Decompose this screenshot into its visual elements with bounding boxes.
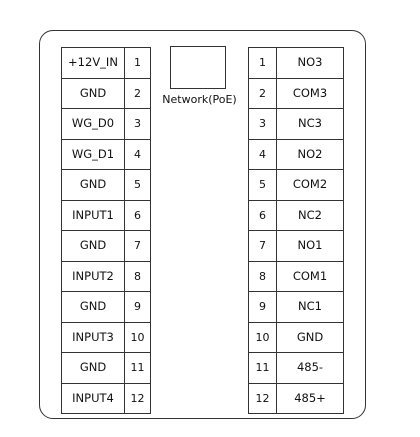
- terminal-number: 2: [248, 77, 277, 109]
- terminal-label: COM3: [276, 77, 344, 109]
- terminal-label: 485-: [276, 352, 344, 384]
- terminal-number: 11: [248, 352, 277, 384]
- terminal-number: 3: [248, 108, 277, 140]
- terminal-number: 1: [124, 47, 151, 79]
- terminal-label: 485+: [276, 382, 344, 414]
- terminal-label: NC2: [276, 199, 344, 231]
- terminal-number: 12: [124, 382, 151, 414]
- network-port: [170, 46, 226, 89]
- terminal-label: NO2: [276, 138, 344, 170]
- terminal-number: 12: [248, 382, 277, 414]
- terminal-label: GND: [61, 77, 125, 109]
- terminal-label: +12V_IN: [61, 47, 125, 79]
- terminal-label: GND: [61, 169, 125, 201]
- terminal-label: INPUT2: [61, 260, 125, 292]
- terminal-label: GND: [276, 321, 344, 353]
- terminal-number: 7: [248, 230, 277, 262]
- terminal-number: 2: [124, 77, 151, 109]
- terminal-number: 10: [124, 321, 151, 353]
- network-port-label: Network(PoE): [162, 93, 237, 106]
- terminal-label: NC3: [276, 108, 344, 140]
- terminal-number: 10: [248, 321, 277, 353]
- terminal-label: COM2: [276, 169, 344, 201]
- terminal-label: INPUT4: [61, 382, 125, 414]
- terminal-number: 1: [248, 47, 277, 79]
- terminal-number: 3: [124, 108, 151, 140]
- terminal-number: 9: [248, 291, 277, 323]
- controller-board-outline: [39, 30, 366, 419]
- terminal-number: 8: [124, 260, 151, 292]
- terminal-label: NO1: [276, 230, 344, 262]
- terminal-number: 4: [124, 138, 151, 170]
- terminal-label: INPUT3: [61, 321, 125, 353]
- terminal-number: 4: [248, 138, 277, 170]
- terminal-number: 6: [124, 199, 151, 231]
- terminal-label: GND: [61, 291, 125, 323]
- terminal-label: NO3: [276, 47, 344, 79]
- terminal-number: 7: [124, 230, 151, 262]
- terminal-number: 6: [248, 199, 277, 231]
- terminal-number: 11: [124, 352, 151, 384]
- terminal-label: INPUT1: [61, 199, 125, 231]
- terminal-number: 5: [248, 169, 277, 201]
- terminal-number: 9: [124, 291, 151, 323]
- terminal-number: 5: [124, 169, 151, 201]
- terminal-label: WG_D1: [61, 138, 125, 170]
- terminal-number: 8: [248, 260, 277, 292]
- terminal-label: GND: [61, 352, 125, 384]
- terminal-label: NC1: [276, 291, 344, 323]
- terminal-label: WG_D0: [61, 108, 125, 140]
- terminal-label: GND: [61, 230, 125, 262]
- terminal-label: COM1: [276, 260, 344, 292]
